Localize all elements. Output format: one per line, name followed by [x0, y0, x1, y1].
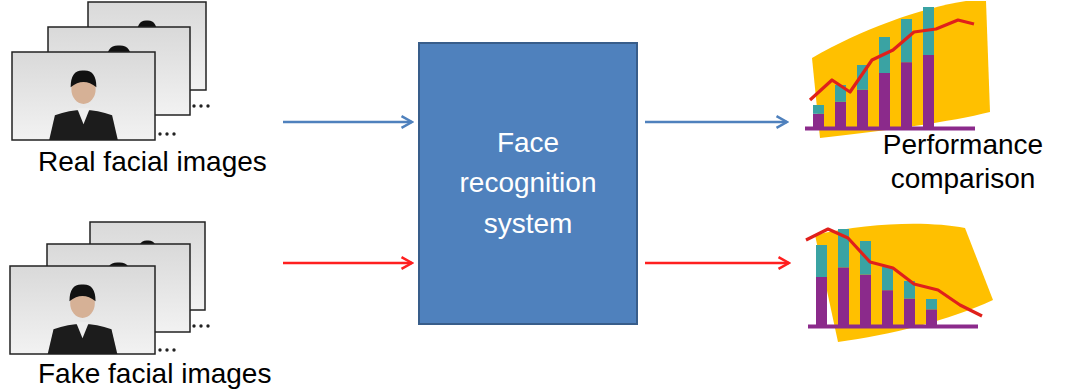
trend-line	[810, 20, 974, 100]
chart-illustration	[805, 1, 990, 138]
node-label: Performance comparison	[853, 128, 1073, 195]
flow-arrow	[645, 121, 787, 124]
chart-baseline	[808, 325, 978, 329]
chart-bar-top	[882, 267, 893, 290]
node-label: Fake facial images	[38, 357, 278, 391]
ellipsis-dot	[192, 324, 195, 327]
face-photo	[12, 52, 155, 140]
chart-bar	[923, 55, 934, 127]
flow-arrow	[645, 262, 789, 265]
ellipsis-dot	[172, 348, 175, 351]
photo-frame	[10, 266, 155, 354]
chart-backdrop	[815, 224, 993, 342]
chart-bar	[835, 102, 846, 127]
ellipsis-dot	[165, 348, 168, 351]
process-box: Face recognition system	[418, 42, 638, 325]
box-label: Face recognition system	[433, 123, 623, 243]
ellipsis-dot	[158, 348, 161, 351]
photo-frame	[12, 52, 155, 140]
chart-bar	[882, 290, 893, 325]
flow-arrow	[283, 121, 412, 124]
face-photo	[10, 266, 155, 354]
node-label: Real facial images	[38, 145, 278, 179]
chart-icon	[795, 218, 995, 345]
ellipsis-dot	[192, 104, 195, 107]
chart-bar	[857, 90, 868, 127]
ellipsis-dot	[206, 324, 209, 327]
chart-bar-top	[813, 105, 824, 114]
chart-icon: Performance comparison	[793, 0, 1077, 212]
trend-line	[806, 229, 982, 316]
image-stack: Fake facial images	[10, 222, 280, 391]
person-hair	[69, 284, 95, 301]
chart-bar	[813, 114, 824, 127]
ellipsis-dot	[172, 132, 175, 135]
shirt-collar	[77, 108, 90, 124]
chart-bar-top	[926, 299, 937, 309]
flow-arrow	[283, 262, 412, 265]
chart-bar	[904, 299, 915, 325]
ellipsis-dot	[199, 104, 202, 107]
shirt-collar	[76, 322, 89, 338]
chart-bar	[816, 277, 827, 325]
ellipsis-dot	[206, 104, 209, 107]
image-stack: Real facial images	[10, 0, 280, 192]
chart-bar	[926, 309, 937, 325]
chart-bar	[838, 267, 849, 325]
chart-illustration	[806, 224, 993, 342]
chart-bar	[879, 73, 890, 127]
ellipsis-dot	[165, 132, 168, 135]
person-hair	[71, 70, 97, 87]
ellipsis-dot	[158, 132, 161, 135]
chart-bar-top	[816, 245, 827, 277]
ellipsis-dot	[199, 324, 202, 327]
chart-bar	[860, 275, 871, 325]
chart-bar	[901, 62, 912, 127]
